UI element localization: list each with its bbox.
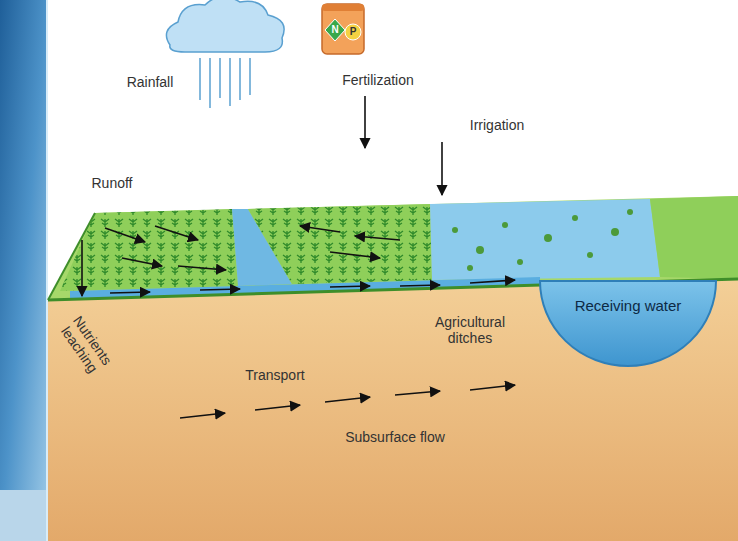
surface-edge bbox=[48, 213, 95, 300]
process-label: Transport bbox=[245, 367, 304, 383]
nitrogen-symbol bbox=[325, 19, 345, 41]
crop-field bbox=[60, 209, 238, 291]
rain bbox=[200, 58, 250, 108]
process-label: Irrigation bbox=[470, 117, 524, 133]
flow-arrows bbox=[82, 96, 515, 418]
process-label: Subsurface flow bbox=[345, 429, 445, 445]
phosphorus-symbol bbox=[345, 24, 361, 40]
water-surface bbox=[430, 199, 660, 280]
crop-field bbox=[248, 204, 432, 284]
algae bbox=[452, 209, 633, 271]
nutrient-letter: N bbox=[331, 24, 338, 36]
process-label: Nutrients leaching bbox=[52, 306, 120, 383]
water-body bbox=[540, 281, 716, 366]
nutrient-letter: P bbox=[350, 26, 357, 38]
cloud bbox=[166, 0, 284, 52]
background-strip bbox=[0, 490, 48, 541]
bag-seam bbox=[322, 4, 364, 11]
process-label: Runoff bbox=[92, 175, 133, 191]
soil-block bbox=[48, 279, 738, 541]
background-strip bbox=[0, 0, 48, 541]
grass-strip bbox=[650, 196, 738, 279]
strip-edge bbox=[46, 0, 48, 541]
feature-label: Agricultural ditches bbox=[424, 314, 516, 346]
process-label: Rainfall bbox=[127, 74, 174, 90]
process-label: Fertilization bbox=[342, 72, 414, 88]
feature-label: Receiving water bbox=[575, 297, 682, 314]
fertilizer-bag bbox=[322, 4, 364, 54]
